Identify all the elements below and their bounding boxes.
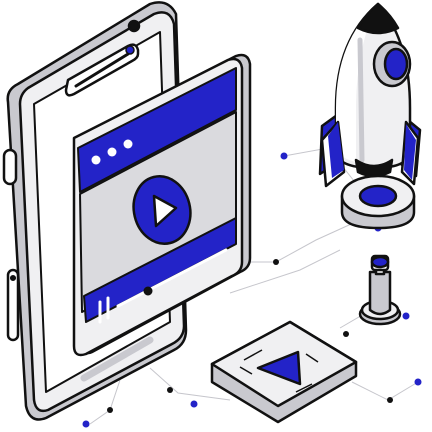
side-button: [2, 148, 18, 186]
progress-knob: [143, 286, 153, 296]
connector-dot: [190, 400, 198, 408]
connector-dot: [82, 420, 90, 428]
camera-icon: [127, 19, 141, 33]
tile-play-icon: [256, 350, 302, 386]
connector-dot: [414, 378, 422, 386]
launch-pad-illustration: [340, 174, 416, 230]
play-icon: [152, 194, 178, 228]
window-control-dots-icon: [91, 139, 133, 165]
connector-dot: [167, 387, 173, 393]
connector-dot: [273, 259, 279, 265]
connector-dot: [280, 152, 288, 160]
side-button: [6, 268, 20, 342]
connector-dot: [343, 331, 349, 337]
rocket-illustration: [318, 2, 422, 188]
connector-dot: [387, 397, 393, 403]
launch-pad-center: [358, 184, 398, 208]
progress-track: [116, 248, 228, 308]
pause-icon: [98, 296, 110, 324]
connector-dot: [402, 312, 410, 320]
play-button-tile-illustration: [210, 320, 358, 424]
joystick-illustration: [358, 254, 402, 326]
connector-dot: [107, 407, 113, 413]
joystick-top: [370, 255, 390, 269]
video-player-window-illustration: [72, 53, 252, 357]
rocket-window: [383, 47, 409, 81]
